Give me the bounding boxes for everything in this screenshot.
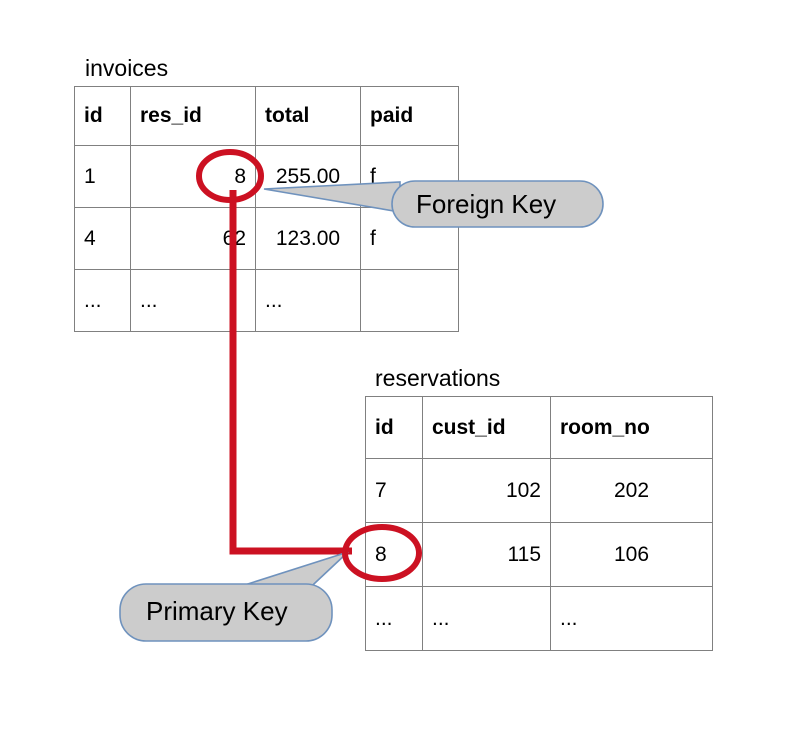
cell-room-no: 202 [550,458,713,523]
cell-res-id: 8 [130,145,256,208]
column-header-cust-id: cust_id [422,396,551,459]
invoices-table-title: invoices [85,55,169,81]
cell-id: 7 [365,458,423,523]
column-header-id: id [74,86,131,146]
primary-key-callout-tail [231,551,349,598]
cell-id: ... [365,586,423,651]
cell-cust-id: 115 [422,522,551,587]
table-row: 4 62 123.00 f [74,207,459,270]
column-header-paid: paid [360,86,459,146]
foreign-key-callout-label: Foreign Key [416,189,557,219]
cell-res-id: ... [130,269,256,332]
table-row-ellipsis: ... ... ... [365,586,713,651]
reservations-table: id cust_id room_no 7 102 202 8 115 106 .… [365,396,713,651]
column-header-res-id: res_id [130,86,256,146]
table-row: 7 102 202 [365,458,713,523]
table-header-row: id res_id total paid [74,86,459,146]
cell-room-no: 106 [550,522,713,587]
table-row: 1 8 255.00 f [74,145,459,208]
reservations-table-title: reservations [375,365,501,391]
cell-id: 8 [365,522,423,587]
cell-paid [360,269,459,332]
cell-cust-id: 102 [422,458,551,523]
cell-id: 1 [74,145,131,208]
cell-total: ... [255,269,361,332]
column-header-total: total [255,86,361,146]
cell-total: 255.00 [255,145,361,208]
cell-room-no: ... [550,586,713,651]
column-header-room-no: room_no [550,396,713,459]
table-header-row: id cust_id room_no [365,396,713,459]
primary-key-callout-label: Primary Key [146,596,288,626]
cell-cust-id: ... [422,586,551,651]
cell-res-id: 62 [130,207,256,270]
cell-total: 123.00 [255,207,361,270]
table-row-ellipsis: ... ... ... [74,269,459,332]
cell-id: ... [74,269,131,332]
invoices-table: id res_id total paid 1 8 255.00 f 4 62 1… [74,86,459,332]
cell-id: 4 [74,207,131,270]
table-row: 8 115 106 [365,522,713,587]
column-header-id: id [365,396,423,459]
